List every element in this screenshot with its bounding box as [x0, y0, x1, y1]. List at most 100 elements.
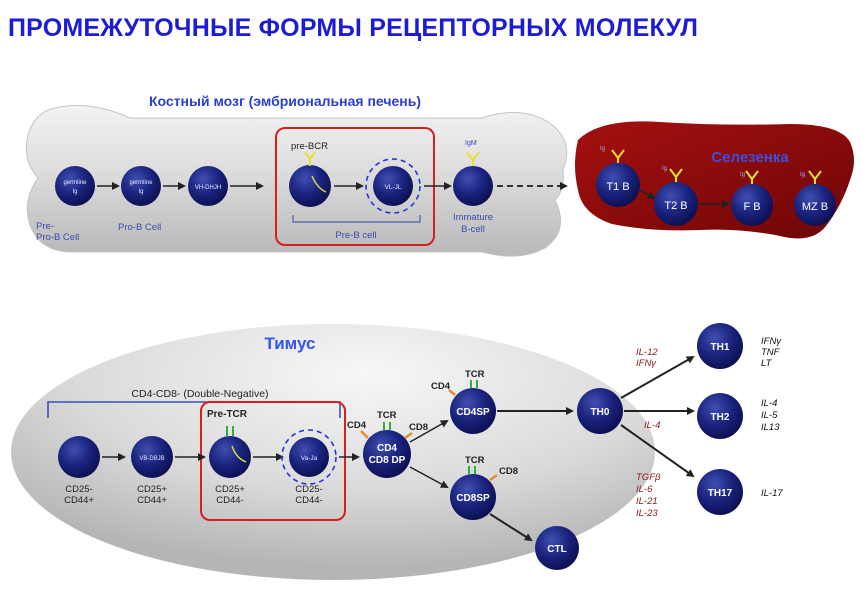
arrow — [639, 189, 656, 199]
cycle-ring — [365, 158, 421, 214]
inducer-label: IL-4 — [644, 420, 660, 431]
bm-cell-pre-bcr: pre-BCR — [289, 141, 331, 207]
cell-caption: CD44+ — [137, 495, 167, 506]
bm-cell-pre-pro-b: germline Ig Pre- Pro-B Cell — [36, 166, 95, 243]
cell-inner-text: germline — [63, 180, 87, 186]
dn-label: CD4-CD8- (Double-Negative) — [131, 388, 268, 400]
cell-name: CD4 — [377, 443, 397, 454]
thymus-cell-dp: CD4 TCR CD8 CD4 CD8 DP — [347, 410, 428, 478]
th17-cell: TH17 — [697, 469, 743, 515]
thymus-cell-cd4sp: TCR CD4 CD4SP — [431, 369, 496, 434]
ig-receptor — [669, 168, 683, 182]
cd8sp-tcr-label: TCR — [465, 455, 485, 466]
cell-name: T1 B — [606, 181, 629, 193]
spleen-cell-t1b: Ig T1 B — [596, 146, 640, 207]
bm-cell-vl-jl: VL-JL — [365, 158, 421, 214]
cell-name: CTL — [547, 544, 566, 555]
cell-name: CD8 DP — [369, 455, 406, 466]
ig-receptor — [808, 170, 822, 184]
cell-inner-text: VB-DBJB — [139, 456, 164, 462]
cd4-marker — [360, 430, 369, 439]
bm-cell-pro-b: germline Ig Pro-B Cell — [118, 166, 161, 233]
product-label: IFNγ — [761, 336, 782, 347]
dp-cd8-label: CD8 — [409, 422, 428, 433]
product-label: IL13 — [761, 422, 780, 433]
inducer-label: IL-23 — [636, 508, 658, 519]
cell-inner-text: Va-Ja — [301, 455, 318, 462]
spleen-cell-mzb: Ig MZ B — [794, 170, 836, 226]
thymus-label: Тимус — [264, 334, 315, 353]
cell-name: F B — [743, 201, 760, 213]
thymus-cell-dn2: VB-DBJB CD25+ CD44+ — [131, 436, 173, 506]
arrow — [409, 466, 449, 488]
product-label: LT — [761, 358, 773, 369]
pre-bcr-label: pre-BCR — [291, 141, 328, 152]
arrow — [409, 420, 449, 443]
cell-name: TH2 — [711, 412, 730, 423]
pre-b-bracket — [292, 215, 421, 223]
slide-title: ПРОМЕЖУТОЧНЫЕ ФОРМЫ РЕЦЕПТОРНЫХ МОЛЕКУЛ — [8, 14, 699, 42]
inducer-label: IL-12 — [636, 347, 658, 358]
dp-tcr-label: TCR — [377, 410, 397, 421]
cell-name: CD4SP — [456, 407, 490, 418]
cell-caption: CD44- — [216, 495, 243, 506]
pre-tcr-receptor — [226, 426, 234, 436]
ctl-cell: CTL — [535, 526, 579, 570]
ig-receptor — [611, 149, 625, 163]
inducer-label: IL-21 — [636, 496, 658, 507]
dn-bracket — [47, 401, 341, 418]
arrow — [489, 513, 533, 542]
thymus-cell-dn1: CD25- CD44+ — [58, 436, 100, 506]
pre-b-cell-label: Pre-B cell — [335, 230, 376, 241]
igm-label: IgM — [465, 140, 477, 147]
cell-caption: CD25- — [65, 484, 92, 495]
arrow — [620, 356, 695, 399]
product-label: IL-4 — [761, 398, 777, 409]
cd8sp-cd8-label: CD8 — [499, 466, 518, 477]
cell-name: TH17 — [708, 488, 733, 499]
cell-name: CD8SP — [456, 493, 490, 504]
cell-name: TH1 — [711, 342, 730, 353]
spleen-cell-t2b: Ig T2 B — [654, 166, 698, 226]
inducer-label: IFNγ — [636, 358, 657, 369]
cell-caption: Pro-B Cell — [36, 232, 79, 243]
pre-tcr-highlight-box — [200, 401, 346, 521]
ig-label: Ig — [662, 166, 667, 172]
inducer-label: IL-6 — [636, 484, 653, 495]
pre-bcr-receptor — [304, 151, 316, 166]
inducer-label: TGFβ — [636, 472, 661, 483]
cell-caption: Pro-B Cell — [118, 222, 161, 233]
ig-label: Ig — [740, 172, 745, 178]
th2-cell: TH2 — [697, 393, 743, 439]
cell-caption: CD25- — [295, 484, 322, 495]
cell-name: MZ B — [802, 201, 828, 213]
spleen-cell-fb: Ig F B — [731, 170, 773, 226]
product-label: IL-5 — [761, 410, 778, 421]
tcr-marker — [468, 466, 476, 474]
th0-cell: TH0 — [577, 388, 623, 434]
cell-caption: CD25+ — [215, 484, 245, 495]
thymus-cell-cd8sp: TCR CD8 CD8SP — [450, 455, 518, 520]
cell-inner-text: VH-DHJH — [195, 185, 221, 191]
cell-caption: CD25+ — [137, 484, 167, 495]
cell-caption: B-cell — [461, 224, 485, 235]
cd8-marker — [489, 473, 498, 482]
spleen-label: Селезенка — [711, 149, 789, 166]
bm-cell-immature-b: IgM Immature B-cell — [453, 140, 493, 235]
thymus-cell-dn3: CD25+ CD44- — [209, 426, 251, 506]
ig-label: Ig — [800, 172, 805, 178]
cycle-ring — [281, 429, 337, 485]
cd4-marker — [448, 389, 456, 396]
product-label: IL-17 — [761, 488, 783, 499]
bm-cell-vdj: VH-DHJH — [188, 166, 228, 206]
pre-tcr-label: Pre-TCR — [207, 409, 248, 420]
cd8-marker — [404, 431, 413, 440]
cell-inner-text: Ig — [138, 189, 143, 195]
thymus-cell-dn4: Va-Ja CD25- CD44- — [281, 429, 337, 506]
tcr-marker — [470, 380, 478, 388]
arrow — [620, 424, 695, 478]
ig-receptor — [745, 170, 759, 184]
cd4sp-cd4-label: CD4 — [431, 381, 451, 392]
rearrange-arrow — [231, 445, 247, 463]
